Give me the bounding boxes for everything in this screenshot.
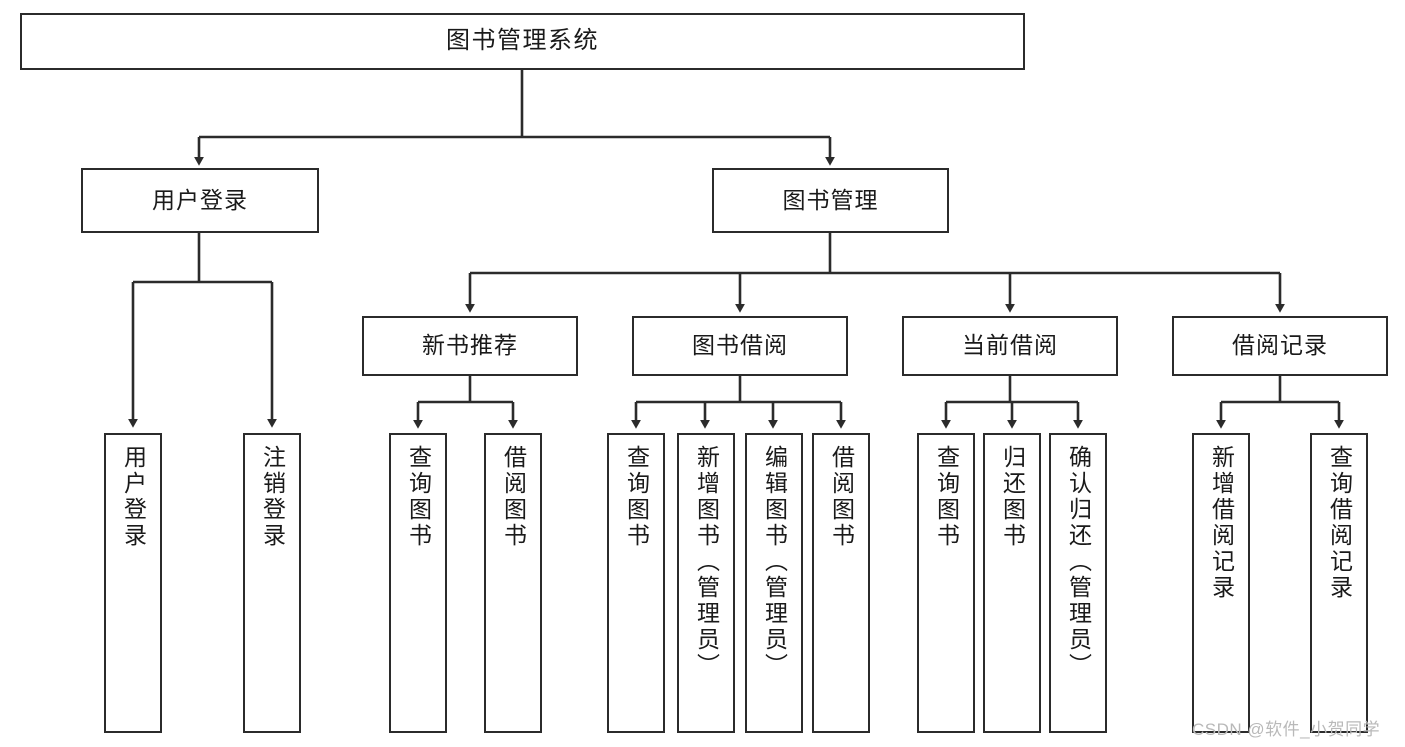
node-leaf-return-book-label: 归还图书 — [999, 445, 1026, 549]
node-leaf-borrow-book-1-label: 借阅图书 — [500, 445, 527, 549]
node-new-book-recommend-label: 新书推荐 — [422, 332, 518, 359]
node-borrow-record[interactable]: 借阅记录 — [1172, 316, 1388, 376]
node-leaf-query-record[interactable]: 查询借阅记录 — [1310, 433, 1368, 733]
node-current-borrow[interactable]: 当前借阅 — [902, 316, 1118, 376]
node-leaf-edit-book-label: 编辑图书（管理员） — [761, 445, 788, 679]
node-leaf-logout[interactable]: 注销登录 — [243, 433, 301, 733]
node-leaf-return-book[interactable]: 归还图书 — [983, 433, 1041, 733]
node-leaf-query-book-3[interactable]: 查询图书 — [917, 433, 975, 733]
node-leaf-add-book[interactable]: 新增图书（管理员） — [677, 433, 735, 733]
node-book-management-label: 图书管理 — [782, 186, 879, 213]
node-leaf-borrow-book-1[interactable]: 借阅图书 — [484, 433, 542, 733]
node-leaf-query-book-2-label: 查询图书 — [623, 445, 650, 549]
node-leaf-add-record-label: 新增借阅记录 — [1208, 445, 1235, 601]
node-user-login[interactable]: 用户登录 — [81, 168, 319, 233]
node-book-borrow-label: 图书借阅 — [692, 332, 788, 359]
node-leaf-add-book-label: 新增图书（管理员） — [693, 445, 720, 679]
node-book-management[interactable]: 图书管理 — [712, 168, 949, 233]
node-leaf-query-book-1-label: 查询图书 — [405, 445, 432, 549]
node-leaf-logout-label: 注销登录 — [259, 445, 286, 549]
node-borrow-record-label: 借阅记录 — [1232, 332, 1328, 359]
node-root[interactable]: 图书管理系统 — [20, 13, 1025, 70]
watermark: CSDN @软件_小贺同学 — [1192, 720, 1381, 739]
node-leaf-query-book-3-label: 查询图书 — [933, 445, 960, 549]
node-book-borrow[interactable]: 图书借阅 — [632, 316, 848, 376]
node-current-borrow-label: 当前借阅 — [962, 332, 1058, 359]
node-new-book-recommend[interactable]: 新书推荐 — [362, 316, 578, 376]
node-leaf-confirm-return[interactable]: 确认归还（管理员） — [1049, 433, 1107, 733]
node-leaf-confirm-return-label: 确认归还（管理员） — [1065, 445, 1092, 679]
node-leaf-edit-book[interactable]: 编辑图书（管理员） — [745, 433, 803, 733]
node-leaf-query-book-2[interactable]: 查询图书 — [607, 433, 665, 733]
node-leaf-user-login[interactable]: 用户登录 — [104, 433, 162, 733]
node-leaf-query-record-label: 查询借阅记录 — [1326, 445, 1353, 601]
node-leaf-query-book-1[interactable]: 查询图书 — [389, 433, 447, 733]
node-leaf-add-record[interactable]: 新增借阅记录 — [1192, 433, 1250, 733]
node-leaf-borrow-book-2[interactable]: 借阅图书 — [812, 433, 870, 733]
node-leaf-user-login-label: 用户登录 — [120, 445, 147, 549]
node-leaf-borrow-book-2-label: 借阅图书 — [828, 445, 855, 549]
node-user-login-label: 用户登录 — [152, 186, 248, 213]
node-root-label: 图书管理系统 — [446, 27, 599, 55]
